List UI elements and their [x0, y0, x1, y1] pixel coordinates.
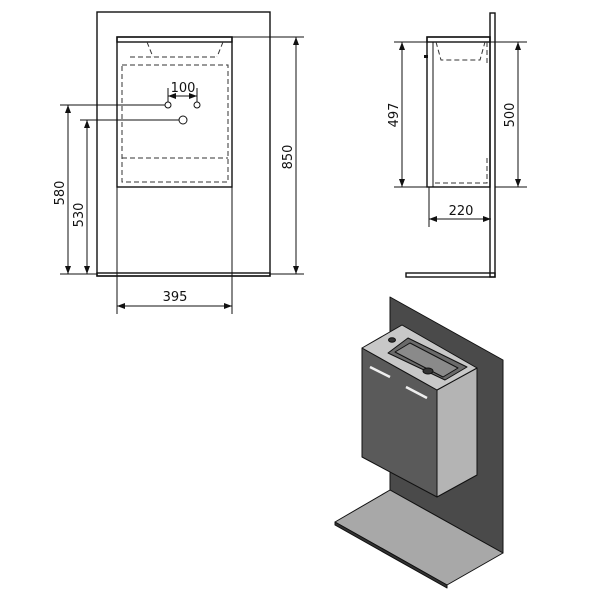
iso-handle-right [405, 385, 428, 400]
door-hidden-outline [121, 64, 229, 183]
cabinet-outline [116, 36, 233, 188]
back-panel [96, 11, 271, 277]
iso-tap-hole [388, 337, 396, 343]
tap-hole-left [164, 101, 172, 109]
iso-floor-edge [334, 521, 448, 589]
floor-plate-side [405, 272, 496, 278]
dim-height-500: 500 [503, 103, 518, 128]
basin-hidden-side [434, 41, 488, 184]
iso-handle-left [369, 365, 391, 379]
isometric-view [334, 296, 504, 589]
dim-width-395: 395 [163, 290, 188, 305]
iso-drain [422, 367, 434, 375]
dim-height-497: 497 [387, 103, 402, 128]
basin-hidden-lines [130, 41, 224, 58]
dim-height-530: 530 [72, 203, 87, 228]
basin-top-side [426, 36, 491, 43]
iso-cabinet-side [436, 367, 478, 498]
dim-height-580: 580 [53, 181, 68, 206]
drain-hole [178, 115, 188, 125]
basin-top [116, 36, 233, 43]
dim-tap-spacing: 100 [171, 81, 196, 96]
dim-depth-220: 220 [449, 204, 474, 219]
front-view: 100 580 530 850 395 [53, 11, 304, 314]
wall-panel-side [489, 12, 496, 278]
side-view: 497 500 220 [387, 12, 527, 278]
floor-plate [96, 272, 271, 277]
dim-height-850: 850 [281, 145, 296, 170]
tap-hole-right [193, 101, 201, 109]
handle-side [424, 55, 428, 58]
